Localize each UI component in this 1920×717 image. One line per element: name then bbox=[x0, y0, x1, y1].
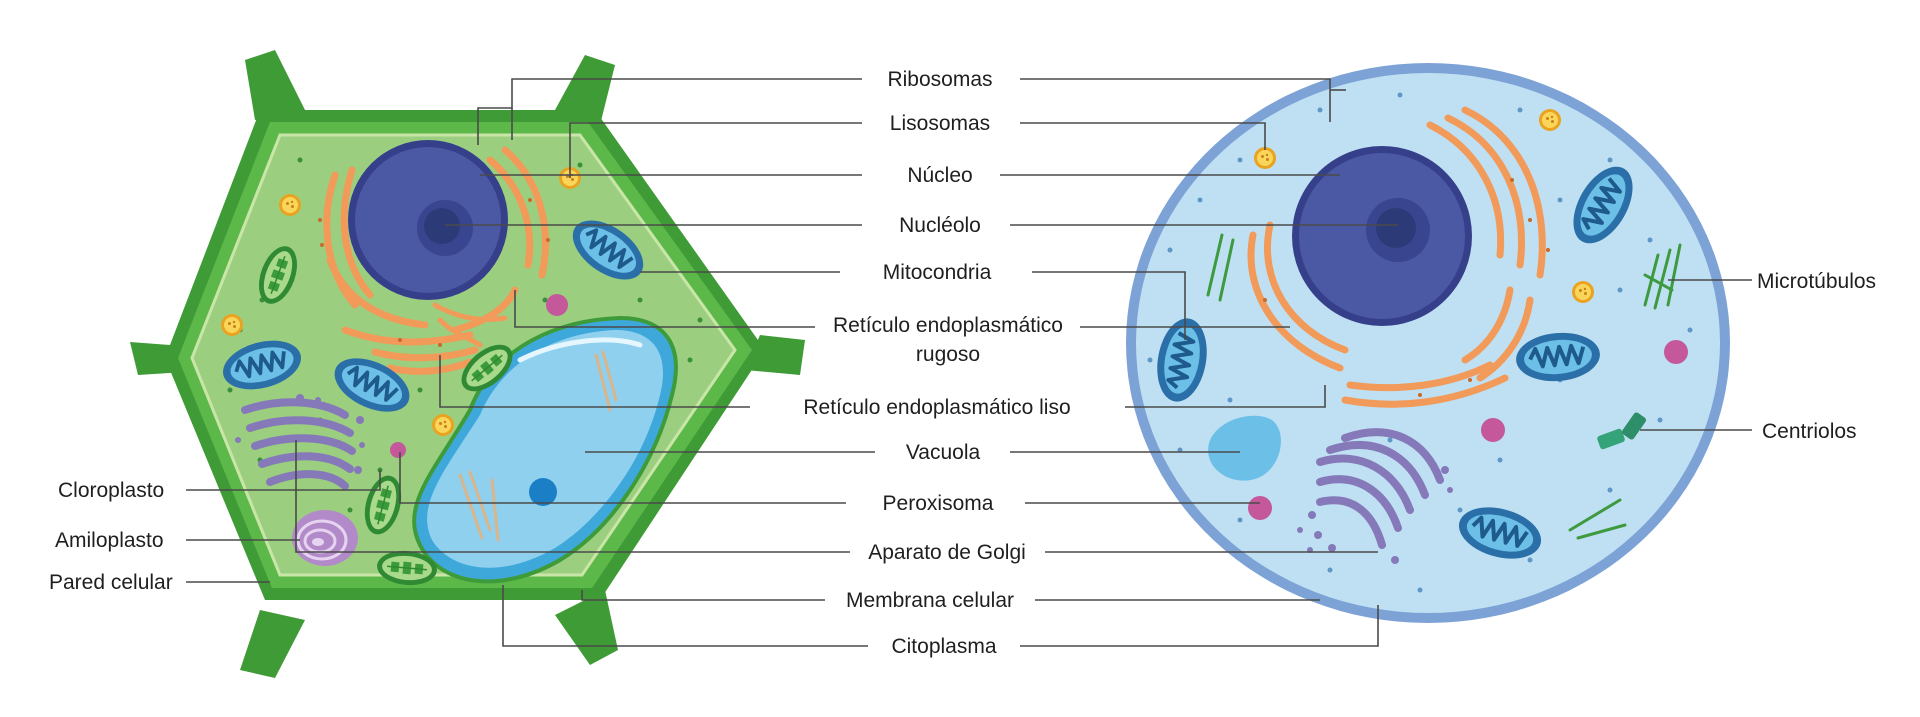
label-peroxisoma: Peroxisoma bbox=[883, 492, 994, 515]
label-centriolos: Centriolos bbox=[1762, 420, 1857, 443]
animal-rough-er bbox=[1247, 106, 1546, 408]
plant-lysosome bbox=[279, 194, 301, 216]
labels: Ribosomas Lisosomas Núcleo Nucléolo Mito… bbox=[49, 68, 1876, 658]
centrioles bbox=[1597, 412, 1647, 450]
label-ribosomas: Ribosomas bbox=[887, 68, 992, 91]
animal-ribosome-dots bbox=[1147, 92, 1693, 593]
animal-peroxisome bbox=[1664, 340, 1688, 364]
plant-cell bbox=[130, 50, 805, 678]
microtubules bbox=[1206, 233, 1682, 540]
label-rer-line2: rugoso bbox=[916, 343, 980, 366]
animal-peroxisome bbox=[1248, 496, 1272, 520]
animal-rough-er-dots bbox=[1263, 178, 1550, 397]
animal-peroxisome bbox=[1481, 418, 1505, 442]
label-cloroplasto: Cloroplasto bbox=[58, 479, 164, 502]
plant-nucleus bbox=[348, 140, 508, 300]
label-rer-line1: Retículo endoplasmático bbox=[833, 314, 1063, 337]
animal-cell bbox=[1126, 63, 1730, 623]
label-rel: Retículo endoplasmático liso bbox=[803, 396, 1070, 419]
animal-golgi-vesicles bbox=[1297, 466, 1453, 564]
plant-smooth-er bbox=[432, 302, 508, 348]
label-amiloplasto: Amiloplasto bbox=[55, 529, 164, 552]
plant-lysosome bbox=[432, 414, 454, 436]
animal-cytoplasm bbox=[1136, 73, 1720, 613]
plant-lysosome bbox=[221, 314, 243, 336]
plant-rough-er-dots bbox=[318, 198, 550, 347]
label-membrana: Membrana celular bbox=[846, 589, 1014, 612]
label-nucleolo: Nucléolo bbox=[899, 214, 981, 237]
leader-lines bbox=[186, 78, 1752, 647]
label-microtubulos: Microtúbulos bbox=[1757, 270, 1876, 293]
plant-golgi bbox=[241, 398, 356, 490]
animal-vacuole bbox=[1208, 415, 1281, 481]
plant-rough-er bbox=[323, 146, 549, 375]
animal-golgi bbox=[1316, 428, 1444, 549]
label-vacuola: Vacuola bbox=[906, 441, 981, 464]
label-golgi: Aparato de Golgi bbox=[868, 541, 1026, 564]
animal-nucleus bbox=[1292, 146, 1472, 326]
animal-lysosome bbox=[1572, 281, 1594, 303]
animal-lysosome bbox=[1539, 109, 1561, 131]
plant-golgi-vesicles bbox=[235, 394, 365, 474]
plant-vacuole bbox=[412, 315, 678, 584]
amyloplast bbox=[292, 510, 358, 566]
animal-lysosome bbox=[1254, 147, 1276, 169]
label-mitocondria: Mitocondria bbox=[883, 261, 992, 284]
label-lisosomas: Lisosomas bbox=[890, 112, 990, 135]
label-nucleo: Núcleo bbox=[907, 164, 972, 187]
label-pared-celular: Pared celular bbox=[49, 571, 173, 594]
plant-peroxisome bbox=[546, 294, 568, 316]
label-citoplasma: Citoplasma bbox=[891, 635, 996, 658]
plant-peroxisome bbox=[390, 442, 406, 458]
